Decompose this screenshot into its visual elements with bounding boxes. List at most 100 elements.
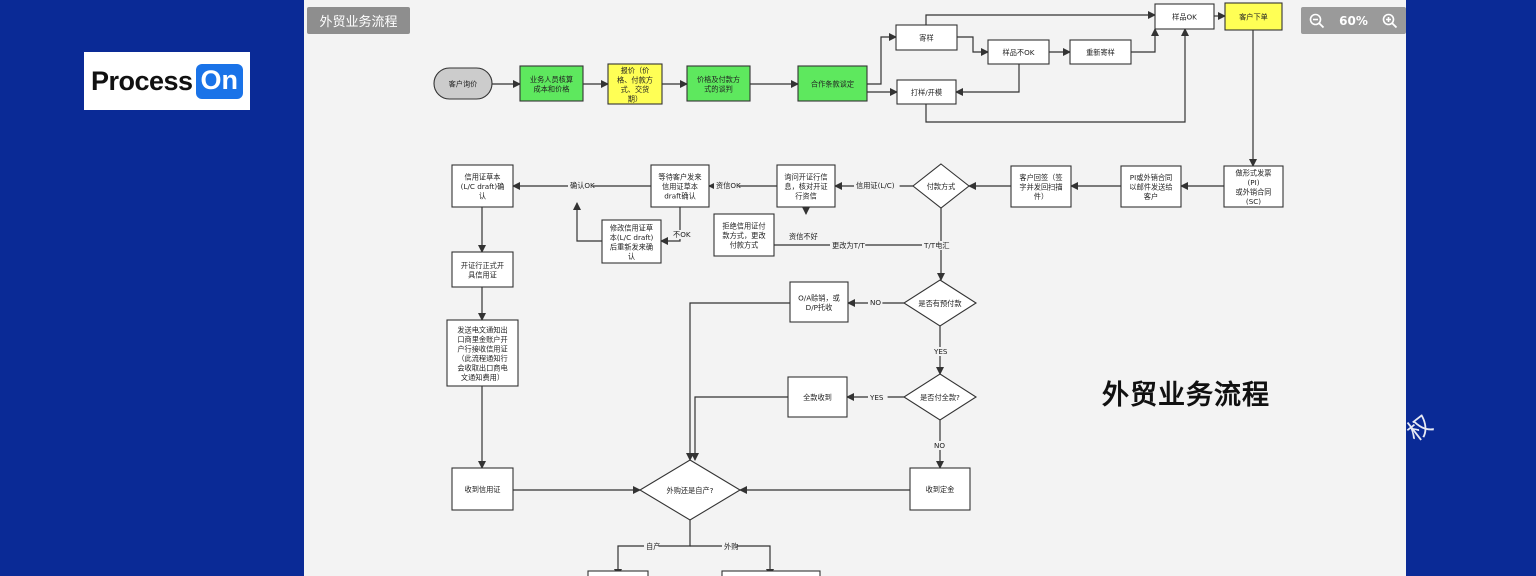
node-text: 字并发回扫描	[1019, 183, 1062, 192]
node-text: 询问开证行信	[784, 173, 827, 182]
node-full-received[interactable]: 全款收到	[787, 376, 848, 418]
node-text: 拒绝信用证付	[722, 222, 765, 231]
edge-label-bg	[868, 393, 888, 402]
node-proof[interactable]: 打样/开模	[896, 79, 957, 105]
node-text: 款方式，更改	[722, 231, 765, 240]
edge-label-bg	[722, 542, 737, 551]
edge-6	[925, 11, 1156, 25]
node-resend[interactable]: 重新寄样	[1069, 39, 1132, 65]
edge-label-bg	[932, 347, 952, 356]
edge-label-credit-bad: 资信不好	[789, 232, 818, 241]
edge-label-bg	[714, 181, 739, 190]
node-customer-order[interactable]: 客户下单	[1224, 2, 1283, 31]
node-pill	[433, 67, 493, 100]
node-text: 行资信	[795, 192, 817, 201]
node-full-pay[interactable]: 是否付全款?	[902, 373, 978, 421]
node-text: 开证行正式开	[461, 261, 504, 270]
node-text: 做形式发票	[1236, 168, 1272, 177]
node-start[interactable]: 客户询价	[433, 67, 493, 100]
node-receive-lc[interactable]: 收到信用证	[451, 467, 514, 511]
edge-label-credit-ok: 资信OK	[716, 181, 741, 190]
edge-10	[955, 64, 1020, 96]
node-box	[607, 63, 663, 105]
zoom-in-icon[interactable]	[1379, 10, 1401, 32]
node-box	[1120, 165, 1182, 208]
node-text: (L/C draft)确	[461, 182, 505, 191]
node-box	[686, 65, 751, 102]
node-text: 或外销合同	[1236, 187, 1272, 196]
node-text: 付款方式	[927, 182, 956, 191]
zoom-level: 60%	[1339, 13, 1368, 28]
edge-34	[686, 302, 790, 461]
diagram-title-tab[interactable]: 外贸业务流程	[307, 7, 410, 34]
node-pi[interactable]: 做形式发票(PI)或外销合同(SC)	[1223, 165, 1284, 208]
node-text: 价格及付款方	[697, 75, 740, 84]
node-box	[1154, 3, 1215, 30]
node-box	[896, 79, 957, 105]
edge-label-self: 自产	[646, 542, 660, 551]
node-confirm-draft[interactable]: 信用证草本(L/C draft)确认	[451, 164, 514, 208]
node-text: 收到定金	[926, 485, 955, 494]
zoom-out-icon[interactable]	[1306, 10, 1328, 32]
node-sample-nok[interactable]: 样品不OK	[987, 39, 1050, 65]
node-text: 样品不OK	[1003, 48, 1035, 57]
node-text: （此流程通知行	[457, 354, 507, 363]
node-box	[1224, 2, 1283, 31]
edge-label-bg	[922, 241, 952, 250]
edge-label-bg	[671, 230, 691, 239]
node-sample-ok[interactable]: 样品OK	[1154, 3, 1215, 30]
edge-label-tt: T/T电汇	[923, 241, 950, 250]
edge-label-no2: NO	[934, 441, 945, 450]
edge-label-lc: 信用证(L/C)	[856, 181, 895, 190]
node-text: 认	[479, 192, 486, 201]
node-partial-self	[587, 570, 649, 576]
node-box	[446, 319, 519, 387]
node-text: 打样/开模	[911, 88, 942, 97]
node-text: 是否有预付款	[918, 299, 961, 308]
processon-logo: Process On	[84, 52, 250, 110]
node-box	[895, 24, 958, 51]
node-text: 是否付全款?	[920, 393, 960, 402]
node-diamond	[638, 459, 742, 521]
node-n4[interactable]: 合作条款谈定	[797, 65, 868, 102]
node-text: 信用证草本	[465, 173, 501, 182]
edge-11	[925, 28, 1189, 123]
node-text: 业务人员核算	[530, 75, 573, 84]
node-diamond	[912, 163, 970, 209]
edge-label-not-ok: 不OK	[673, 230, 691, 239]
node-box	[451, 251, 514, 288]
node-box	[451, 164, 514, 208]
node-text: D/P托收	[806, 303, 833, 312]
edge-label-bg	[568, 181, 593, 190]
node-text: 报价（价	[621, 66, 650, 75]
node-text: 件）	[1034, 192, 1048, 201]
zoom-control: 60%	[1301, 7, 1406, 34]
node-prepay[interactable]: 是否有预付款	[902, 279, 978, 327]
logo-text-on: On	[195, 63, 244, 99]
node-text: 以邮件发送给	[1129, 183, 1172, 192]
node-box	[1223, 165, 1284, 208]
edge-22	[573, 202, 602, 242]
node-n2[interactable]: 报价（价格、付款方式、交货期）	[607, 63, 663, 105]
node-telex[interactable]: 发送电文通知出口商里金账户开户行接收信用证（此流程通知行会收取出口商电文通知费用…	[446, 319, 519, 387]
edge-label-outsource: 外购	[724, 542, 738, 551]
node-payment[interactable]: 付款方式	[912, 163, 970, 209]
node-box	[789, 281, 849, 323]
node-oa-dp[interactable]: O/A赊销，或D/P托收	[789, 281, 849, 323]
node-self-prod[interactable]: 外购还是自产?	[638, 459, 742, 521]
node-box	[1010, 165, 1072, 208]
node-box	[519, 65, 584, 102]
node-deposit[interactable]: 收到定金	[909, 467, 971, 511]
diagram-canvas[interactable]: 客户询价业务人员核算成本和价格报价（价格、付款方式、交货期） 价格及付款方式的谈判…	[304, 0, 1406, 576]
edge-label-bg	[932, 441, 947, 450]
node-sample-send[interactable]: 寄样	[895, 24, 958, 51]
